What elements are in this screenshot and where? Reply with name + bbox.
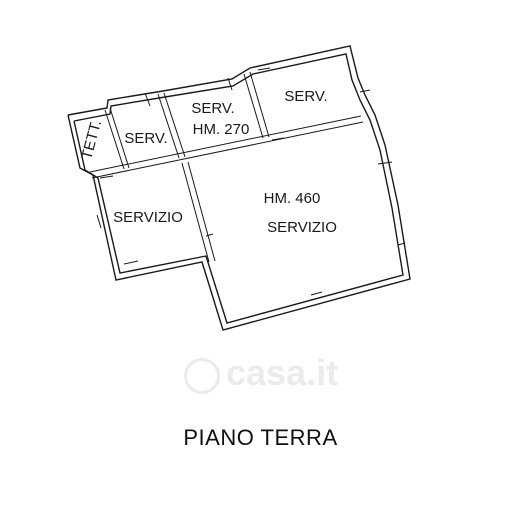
room-label-hm270: HM. 270 bbox=[193, 121, 250, 138]
watermark-logo: casa.it bbox=[180, 352, 352, 398]
house-icon bbox=[184, 358, 220, 394]
room-label-serv-small: SERV. bbox=[124, 130, 167, 147]
room-label-servizio-left: SERVIZIO bbox=[113, 209, 183, 226]
internal-walls bbox=[89, 71, 364, 263]
room-label-serv-right: SERV. bbox=[284, 88, 327, 105]
room-label-serv-hm270: SERV. bbox=[191, 100, 234, 117]
watermark-text: casa.it bbox=[226, 352, 339, 393]
openings bbox=[96, 67, 406, 296]
room-label-tett: TETT. bbox=[78, 118, 105, 161]
room-labels: TETT. SERV. SERV. HM. 270 SERV. SERVIZIO… bbox=[78, 88, 337, 236]
outer-walls bbox=[67, 45, 411, 331]
room-label-main: SERVIZIO bbox=[267, 219, 337, 236]
room-label-hm460: HM. 460 bbox=[264, 190, 321, 207]
page-title: PIANO TERRA bbox=[183, 425, 338, 450]
